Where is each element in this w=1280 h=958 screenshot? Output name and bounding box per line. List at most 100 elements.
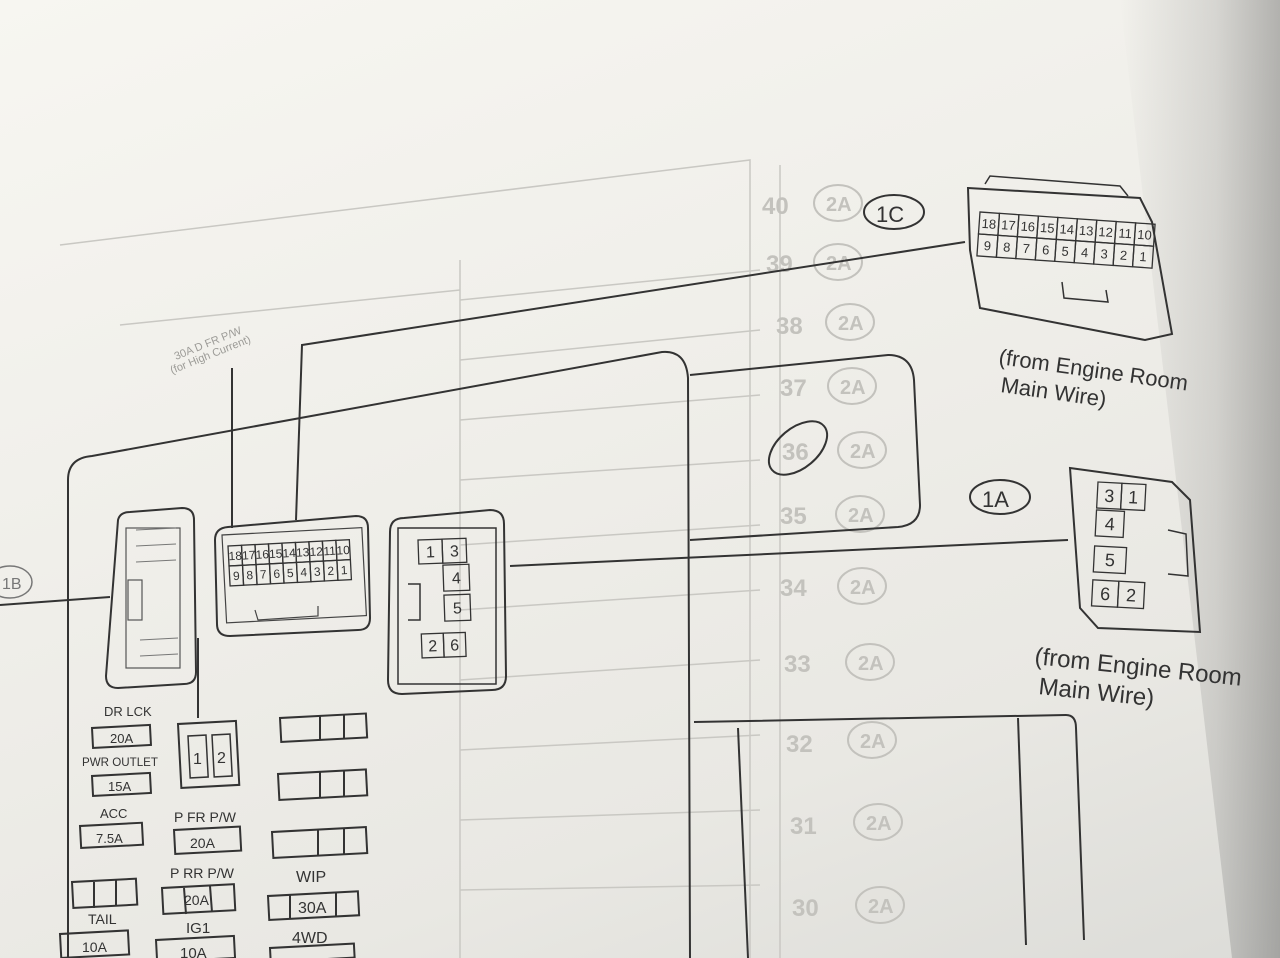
c1c-pin-14: 14: [1059, 221, 1074, 237]
main-outline: [0, 241, 1085, 958]
svg-text:2A: 2A: [850, 441, 876, 463]
fuse-ig1-name: IG1: [186, 920, 210, 937]
c18-pin-9: 9: [233, 569, 241, 583]
c18-pin-15: 15: [269, 546, 283, 561]
caption-1a: (from Engine Room Main Wire): [1033, 643, 1243, 712]
fuse-dr-lck-name: DR LCK: [104, 704, 152, 719]
fuse-acc-rating: 7.5A: [96, 831, 123, 846]
c18-pin-8: 8: [246, 568, 254, 582]
c1a-pin-2-cell: [1116, 580, 1146, 610]
c1a-pin-5: 5: [1104, 550, 1115, 570]
svg-text:40: 40: [762, 193, 789, 220]
c1a-pin-6: 6: [1100, 584, 1111, 604]
c1c-pin-15: 15: [1040, 220, 1055, 236]
svg-text:39: 39: [766, 251, 793, 278]
c1c-pin-10: 10: [1137, 227, 1152, 243]
callout-1b: 1B: [0, 565, 33, 599]
fuse-dr-lck-rating: 20A: [110, 731, 133, 746]
fuse-wip-rating: 30A: [298, 900, 327, 917]
c1a-pin-3: 3: [1104, 486, 1115, 506]
svg-text:2A: 2A: [826, 253, 852, 275]
c18-pin-13: 13: [296, 545, 310, 560]
c1c-pin-9: 9: [983, 238, 991, 253]
c18-pin-6: 6: [273, 567, 281, 581]
fuse-pwr-outlet-name: PWR OUTLET: [82, 755, 159, 769]
svg-text:2A: 2A: [848, 505, 874, 527]
fuse-pwr-outlet-rating: 15A: [108, 779, 131, 794]
c18-pin-11: 11: [323, 544, 336, 559]
c6-pin-3: 3: [450, 543, 460, 560]
c1c-pin-17: 17: [1001, 217, 1016, 233]
c18-pin-16: 16: [255, 547, 269, 562]
c18-pin-7: 7: [260, 567, 268, 581]
c1c-pin-5: 5: [1061, 243, 1069, 258]
faded-fuse-39: [813, 243, 863, 281]
c1c-pin-7: 7: [1022, 241, 1030, 256]
relay-pin-2: 2: [217, 750, 226, 767]
relay-pin-1: 1: [193, 751, 202, 768]
c1a-pin-5-cell: [1092, 545, 1128, 575]
c1a-pin-1: 1: [1128, 487, 1139, 507]
callout-1c: 1C: [863, 194, 925, 230]
faded-background: [59, 159, 781, 958]
c1c-pin-8: 8: [1003, 239, 1011, 254]
c1c-pin-6: 6: [1042, 242, 1050, 257]
fuse-p-rr-pw-name: P RR P/W: [170, 865, 235, 881]
c6-pin-6-cell: [442, 631, 467, 658]
c1c-pin-13: 13: [1078, 223, 1093, 239]
fuse-p-rr-pw-rating: 20A: [184, 892, 210, 908]
c6-pin-4: 4: [452, 570, 462, 587]
c1c-pin-1: 1: [1139, 249, 1147, 264]
faded-rating-labels: 2A 2A 2A 2A 2A 2A 2A 2A 2A 2A 2A: [826, 194, 894, 918]
faded-slot-numbers: 40 39 38 37 36 35 34 33 32 31 30: [762, 193, 819, 922]
faded-fuse-36: [837, 431, 887, 469]
faded-fuse-32: [847, 721, 897, 759]
svg-text:30: 30: [792, 895, 819, 922]
faded-fuse-31: [853, 803, 903, 841]
c1c-pin-3: 3: [1100, 246, 1108, 261]
svg-text:38: 38: [776, 313, 803, 340]
c1a-pin-1-cell: [1119, 482, 1147, 512]
oval-mark: [767, 420, 829, 476]
svg-text:2A: 2A: [850, 577, 876, 599]
fuse-tail-rating: 10A: [82, 939, 108, 955]
c18-pin-10: 10: [336, 543, 350, 558]
fuse-ig1-rating: 10A: [180, 945, 207, 958]
label-1a: 1A: [982, 487, 1009, 512]
fuse-labels: DR LCK 20A PWR OUTLET 15A ACC 7.5A TAIL …: [82, 704, 328, 958]
c6-pin-1: 1: [426, 544, 436, 561]
faded-fuse-37: [827, 367, 877, 405]
c1a-pin-2: 2: [1126, 585, 1137, 605]
connector-1b: [104, 506, 198, 690]
svg-text:2A: 2A: [866, 813, 892, 835]
c1c-pin-2: 2: [1119, 248, 1127, 263]
label-1c: 1C: [876, 202, 904, 227]
c1c-pin-11: 11: [1118, 225, 1133, 241]
c1c-pin-16: 16: [1020, 219, 1035, 235]
faded-fuse-ratings: [813, 184, 905, 924]
fuse-area: [58, 712, 369, 958]
caption-1c: (from Engine Room Main Wire): [997, 344, 1189, 412]
fuse-p-fr-pw-rating: 20A: [190, 835, 216, 851]
c18-pin-4: 4: [300, 565, 308, 579]
c18-pin-18: 18: [228, 549, 242, 564]
svg-text:32: 32: [786, 731, 813, 758]
svg-text:31: 31: [790, 813, 817, 840]
c18-pin-17: 17: [242, 548, 256, 563]
svg-text:2A: 2A: [860, 731, 886, 753]
faded-fuse-40: [813, 184, 863, 222]
svg-text:36: 36: [782, 439, 809, 466]
faded-fuse-33: [845, 643, 895, 681]
c6-pin-6: 6: [450, 637, 460, 654]
svg-text:33: 33: [784, 651, 811, 678]
c1c-pin-1-cell: [1131, 244, 1155, 269]
svg-text:2A: 2A: [826, 194, 852, 216]
c18-pin-1: 1: [340, 563, 348, 577]
